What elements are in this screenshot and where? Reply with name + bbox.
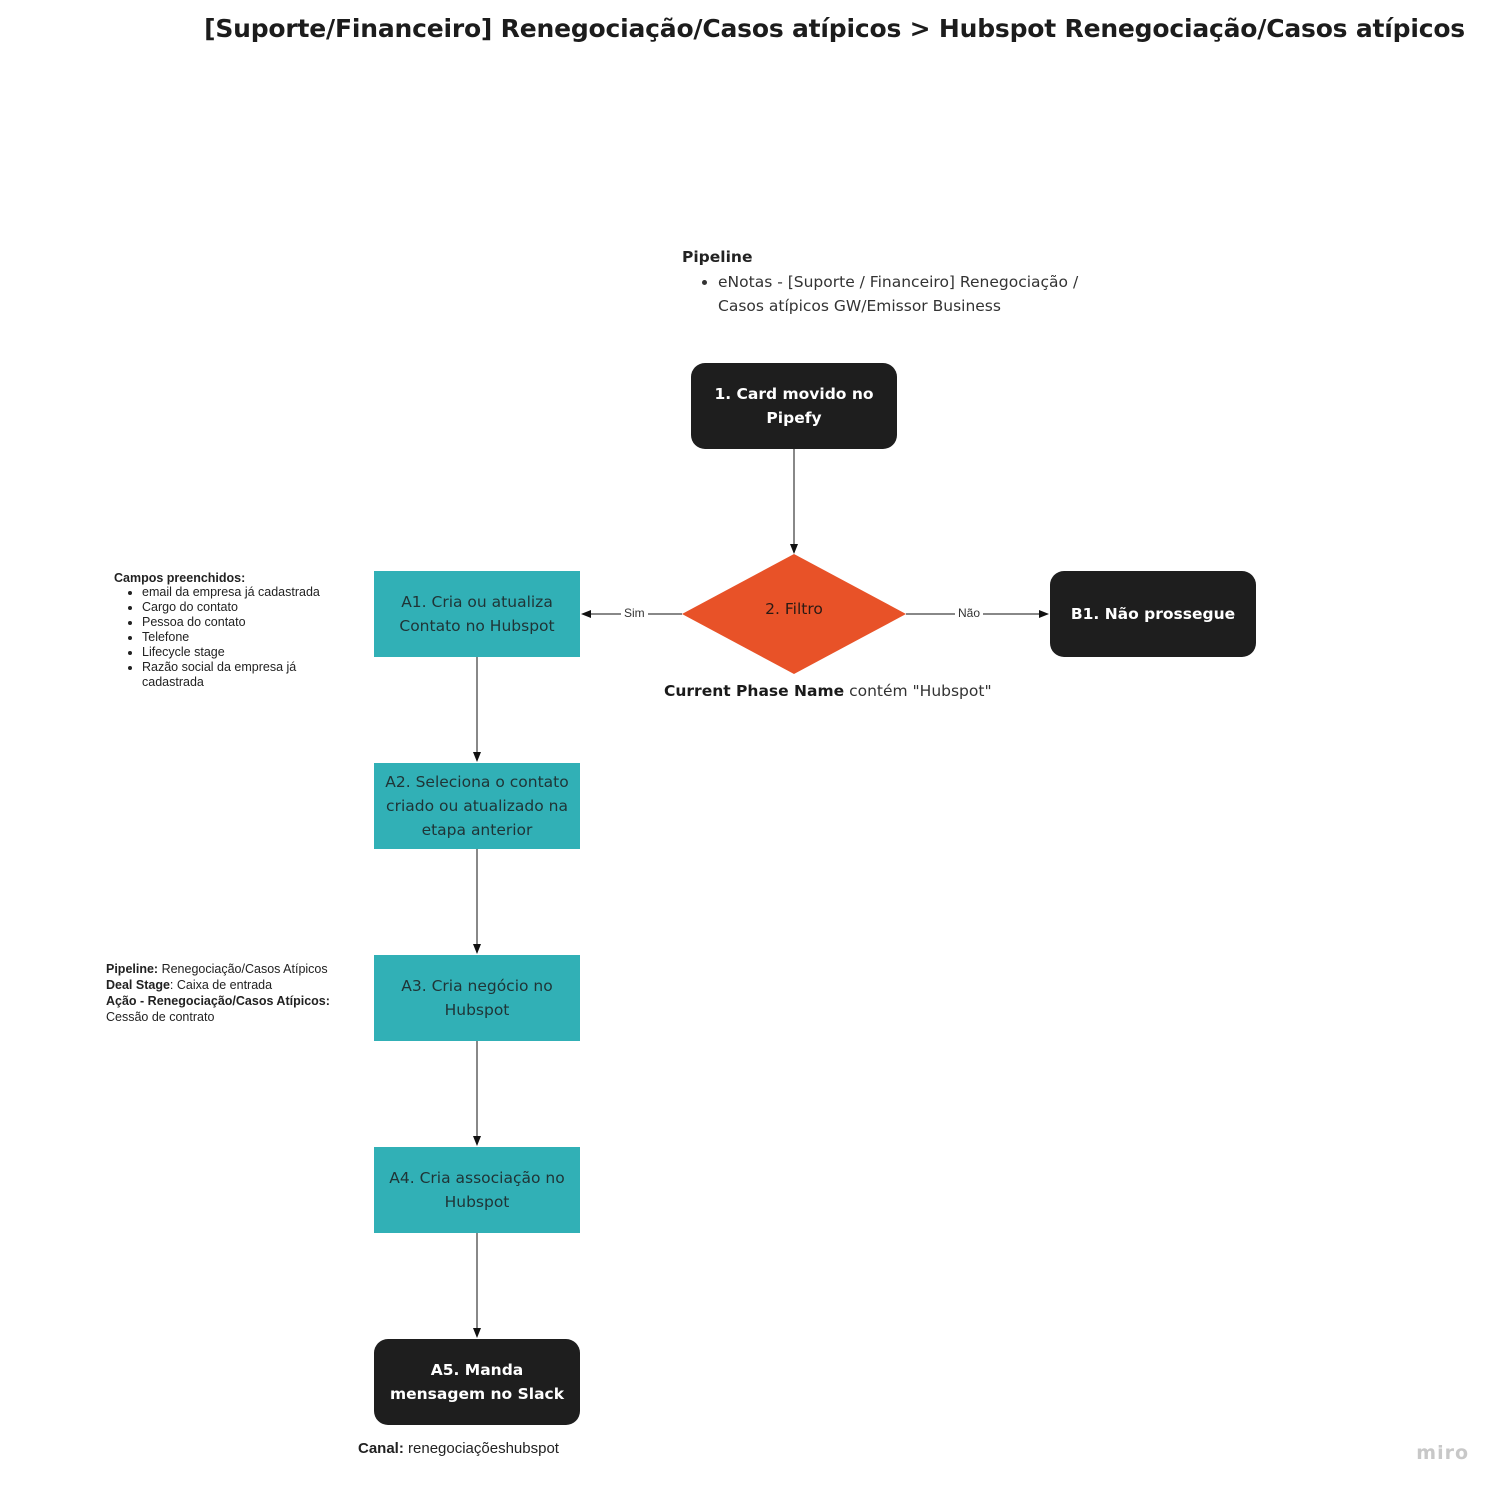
pipeline-note-item: eNotas - [Suporte / Financeiro] Renegoci…	[718, 270, 1098, 318]
miro-logo: miro	[1416, 1442, 1469, 1464]
deal-action-label: Ação - Renegociação/Casos Atípicos:	[106, 994, 330, 1008]
fields-note-item: Pessoa do contato	[142, 615, 332, 630]
pipeline-note-heading: Pipeline	[682, 248, 753, 266]
deal-note: Pipeline: Renegociação/Casos Atípicos De…	[106, 961, 330, 1025]
deal-stage-label: Deal Stage	[106, 978, 170, 992]
node-manda-slack[interactable]: A5. Manda mensagem no Slack	[374, 1339, 580, 1425]
deal-pipeline-value: Renegociação/Casos Atípicos	[158, 962, 328, 976]
node-seleciona-contato[interactable]: A2. Seleciona o contato criado ou atuali…	[374, 763, 580, 849]
canal-label: Canal:	[358, 1440, 404, 1457]
node-nao-prossegue[interactable]: B1. Não prossegue	[1050, 571, 1256, 657]
node-label: A2. Seleciona o contato criado ou atuali…	[385, 773, 569, 839]
filter-condition-rule: contém "Hubspot"	[844, 682, 992, 700]
edge-label-nao: Não	[955, 606, 984, 620]
fields-note: Campos preenchidos: email da empresa já …	[114, 571, 332, 690]
canal-value: renegociaçõeshubspot	[403, 1440, 559, 1457]
node-cria-associacao[interactable]: A4. Cria associação no Hubspot	[374, 1147, 580, 1233]
pipeline-note: Pipeline eNotas - [Suporte / Financeiro]…	[682, 248, 1098, 318]
page-title: [Suporte/Financeiro] Renegociação/Casos …	[204, 14, 1465, 43]
fields-note-item: email da empresa já cadastrada	[142, 585, 332, 600]
fields-note-item: Razão social da empresa já cadastrada	[142, 660, 332, 690]
node-label: A3. Cria negócio no Hubspot	[401, 977, 553, 1019]
node-label: A5. Manda mensagem no Slack	[389, 1361, 565, 1403]
node-filtro-shape[interactable]	[682, 554, 906, 674]
fields-note-heading: Campos preenchidos:	[114, 571, 246, 585]
node-filtro-label: 2. Filtro	[765, 600, 823, 618]
deal-stage-value: : Caixa de entrada	[169, 978, 273, 992]
deal-action-value: Cessão de contrato	[106, 1010, 215, 1024]
fields-note-item: Telefone	[142, 630, 332, 645]
fields-note-item: Lifecycle stage	[142, 645, 332, 660]
canal-note: Canal: renegociaçõeshubspot	[358, 1440, 559, 1457]
edge-label-sim: Sim	[621, 606, 648, 620]
node-label: A1. Cria ou atualiza Contato no Hubspot	[399, 593, 555, 635]
fields-note-item: Cargo do contato	[142, 600, 332, 615]
node-card-movido[interactable]: 1. Card movido no Pipefy	[691, 363, 897, 449]
filter-condition-note: Current Phase Name contém "Hubspot"	[664, 682, 992, 700]
node-label: A4. Cria associação no Hubspot	[389, 1169, 565, 1211]
node-label: 1. Card movido no Pipefy	[714, 385, 874, 427]
deal-pipeline-label: Pipeline:	[106, 962, 159, 976]
filter-condition-field: Current Phase Name	[664, 682, 845, 700]
node-label: B1. Não prossegue	[1070, 605, 1236, 623]
node-cria-negocio[interactable]: A3. Cria negócio no Hubspot	[374, 955, 580, 1041]
node-cria-contato[interactable]: A1. Cria ou atualiza Contato no Hubspot	[374, 571, 580, 657]
